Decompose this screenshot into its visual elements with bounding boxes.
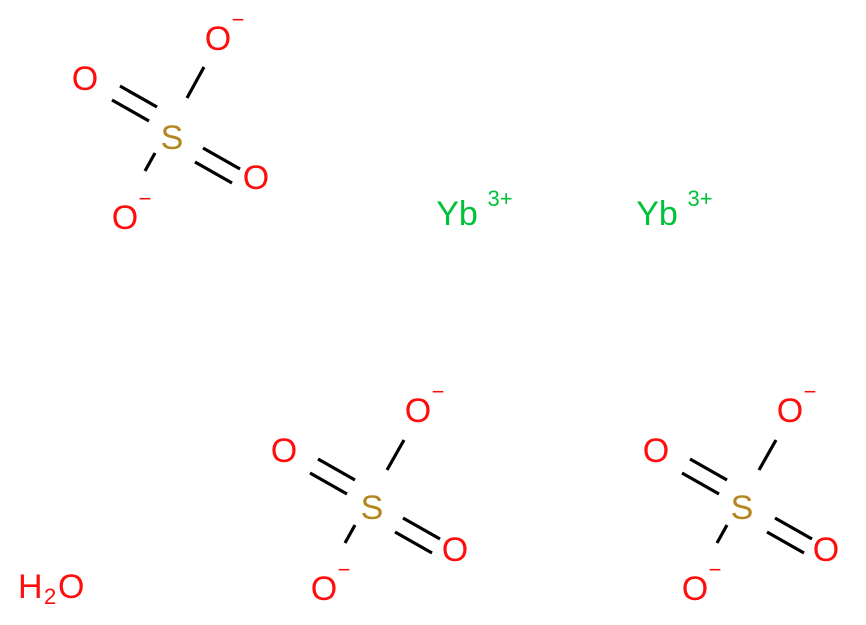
oxygen-atom: O [243, 159, 269, 197]
bond-s-o-double-upper-left [681, 457, 728, 496]
negative-charge: − [709, 557, 722, 582]
bond-s-o-single-lower [343, 524, 357, 544]
ytterbium-cation-2: Yb 3+ [636, 186, 712, 233]
bond-s-o-double-upper-left [111, 84, 158, 123]
negative-charge: − [338, 557, 351, 582]
oxygen-anion-atom: O [777, 392, 803, 430]
sulfate-2: O S O O − O − [271, 379, 468, 608]
oxygen-anion-atom: O [205, 20, 231, 58]
hydrogen-atom: H [18, 568, 43, 606]
bond-s-o-double-lower-right [194, 146, 241, 185]
oxygen-atom: O [643, 432, 669, 470]
ytterbium-cation-1: Yb 3+ [436, 186, 512, 233]
oxygen-anion-atom: O [405, 392, 431, 430]
bond-s-o-single-lower [143, 152, 157, 172]
bond-s-o-single-upper [385, 439, 406, 471]
positive-charge: 3+ [687, 186, 712, 211]
hydrogen-subscript: 2 [44, 584, 56, 609]
bond-s-o-single-upper [757, 439, 778, 471]
oxygen-anion-atom: O [682, 570, 708, 608]
bond-s-o-double-lower-right [394, 516, 441, 555]
oxygen-anion-atom: O [311, 570, 337, 608]
water-molecule: H 2 O [18, 568, 84, 609]
sulfur-atom: S [731, 489, 754, 527]
oxygen-atom: O [271, 432, 297, 470]
negative-charge: − [232, 7, 245, 32]
ytterbium-atom: Yb [436, 195, 478, 233]
oxygen-atom: O [72, 60, 98, 98]
oxygen-atom: O [442, 531, 468, 569]
sulfate-1: O S O O − O − [72, 7, 269, 237]
negative-charge: − [432, 379, 445, 404]
bond-s-o-single-lower [715, 524, 729, 544]
sulfur-atom: S [161, 119, 184, 157]
bond-s-o-double-upper-left [309, 457, 356, 496]
oxygen-atom: O [58, 568, 84, 606]
ytterbium-atom: Yb [636, 195, 678, 233]
positive-charge: 3+ [487, 186, 512, 211]
oxygen-atom: O [813, 531, 839, 569]
negative-charge: − [804, 379, 817, 404]
bond-s-o-double-lower-right [766, 516, 813, 555]
oxygen-anion-atom: O [112, 199, 138, 237]
sulfur-atom: S [361, 489, 384, 527]
bond-s-o-single-upper [185, 66, 206, 99]
sulfate-3: O S O O − O − [643, 379, 839, 608]
negative-charge: − [139, 186, 152, 211]
